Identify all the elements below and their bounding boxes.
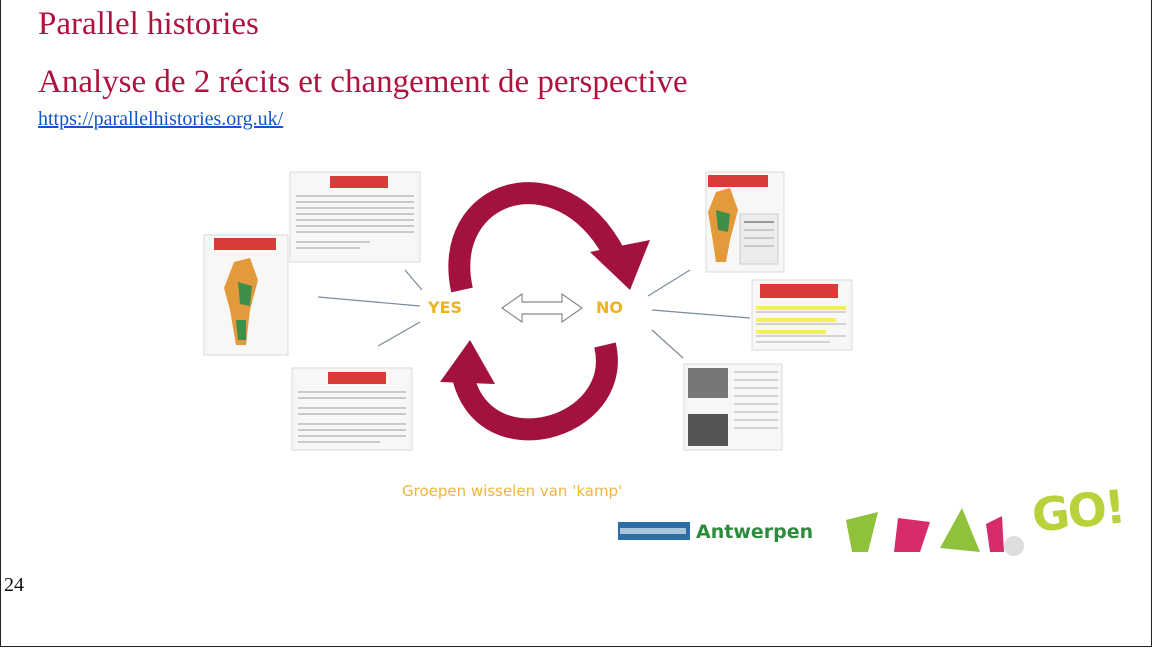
go-logo: GO! (1029, 479, 1127, 543)
slide-subtitle: Analyse de 2 récits et changement de per… (38, 64, 688, 100)
no-label: NO (596, 298, 623, 317)
diagram-caption: Groepen wisselen van 'kamp' (402, 482, 623, 500)
page-number: 24 (4, 574, 24, 596)
parallel-histories-link[interactable]: https://parallelhistories.org.uk/ (38, 108, 284, 130)
antwerpen-label: Antwerpen (696, 521, 814, 543)
slide-title: Parallel histories (38, 6, 259, 42)
yes-label: YES (428, 298, 463, 317)
